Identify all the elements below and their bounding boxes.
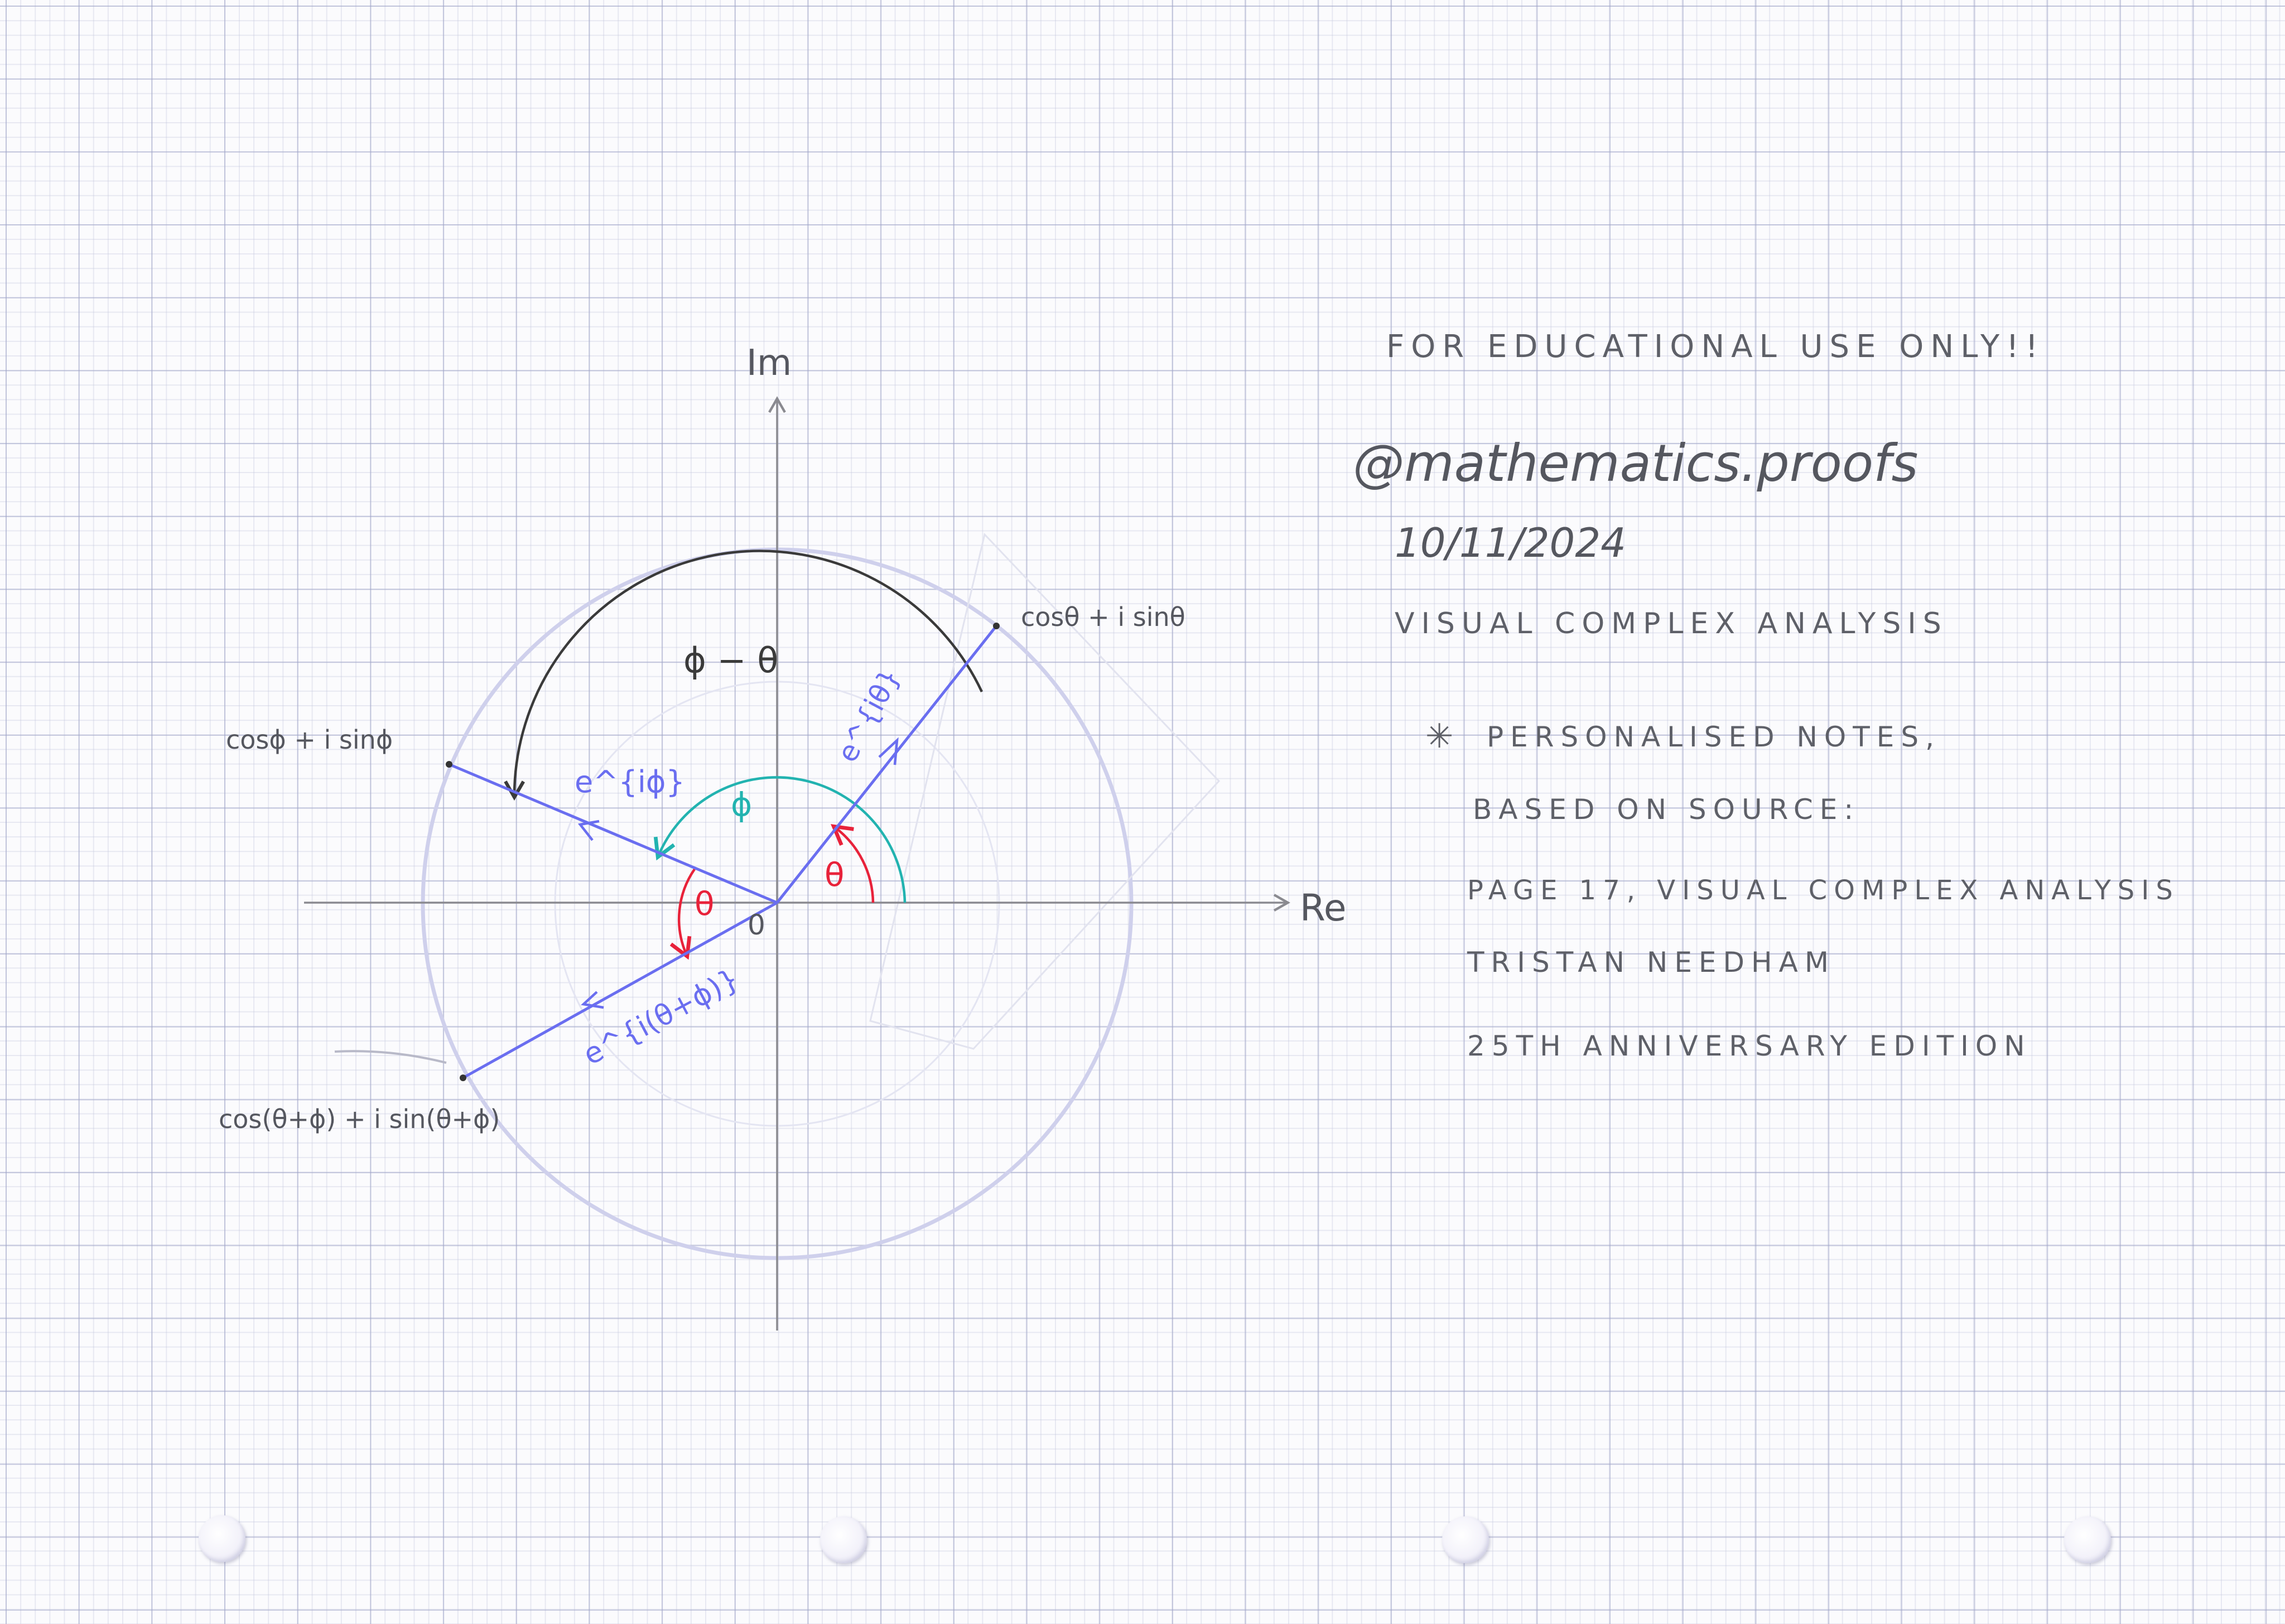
notes-line-5: 25TH ANNIVERSARY EDITION bbox=[1467, 1030, 2032, 1062]
vector-e-i-theta bbox=[776, 625, 997, 904]
handle: @mathematics.proofs bbox=[1353, 433, 1918, 493]
vector-e-i-sum-label: e^{i(θ+ϕ)} bbox=[578, 962, 745, 1072]
vector-e-i-theta-arrow bbox=[878, 737, 899, 765]
vector-e-i-sum-arrow bbox=[581, 991, 604, 1009]
point-sum bbox=[460, 1074, 466, 1081]
disclaimer: FOR EDUCATIONAL USE ONLY!! bbox=[1386, 329, 2045, 365]
point-theta-label: cosθ + i sinθ bbox=[1021, 602, 1185, 632]
notes-title: VISUAL COMPLEX ANALYSIS bbox=[1395, 607, 1948, 640]
vector-e-i-sum bbox=[462, 901, 778, 1080]
theta-arc-right bbox=[831, 824, 875, 903]
vector-e-i-phi-arrow bbox=[577, 820, 600, 841]
phi-arc bbox=[653, 776, 907, 903]
point-sum-label: cos(θ+ϕ) + i sin(θ+ϕ) bbox=[219, 1104, 500, 1134]
point-phi-label: cosϕ + i sinϕ bbox=[226, 725, 393, 755]
phi-minus-theta-arc bbox=[504, 550, 984, 801]
date: 10/11/2024 bbox=[1395, 519, 1626, 566]
pencil-arc-trace bbox=[334, 1050, 447, 1064]
notes-line-2: BASED ON SOURCE: bbox=[1473, 793, 1860, 826]
protractor-trace bbox=[869, 532, 1221, 1050]
imaginary-axis-label: Im bbox=[746, 343, 792, 384]
punch-hole-1 bbox=[199, 1515, 245, 1562]
angle-phi-minus-theta-label: ϕ − θ bbox=[683, 640, 778, 681]
vector-e-i-phi bbox=[449, 763, 778, 904]
vector-e-i-phi-label: e^{iϕ} bbox=[575, 764, 685, 799]
angle-phi-label: ϕ bbox=[731, 786, 752, 823]
point-theta bbox=[993, 623, 1000, 629]
angle-theta-right-label: θ bbox=[825, 856, 845, 894]
notes-line-3: PAGE 17, VISUAL COMPLEX ANALYSIS bbox=[1467, 875, 2180, 906]
point-phi bbox=[446, 761, 452, 768]
bullet-asterisk: ✳ bbox=[1425, 717, 1453, 756]
notes-line-1: PERSONALISED NOTES, bbox=[1487, 721, 1941, 753]
punch-hole-2 bbox=[820, 1516, 867, 1563]
theta-arc-left bbox=[669, 868, 696, 960]
real-axis-label: Re bbox=[1300, 886, 1347, 929]
punch-hole-4 bbox=[2064, 1516, 2111, 1563]
angle-theta-left-label: θ bbox=[695, 885, 715, 923]
origin-label: 0 bbox=[748, 909, 765, 941]
punch-hole-3 bbox=[1442, 1516, 1489, 1563]
notes-line-4: TRISTAN NEEDHAM bbox=[1467, 946, 1835, 979]
